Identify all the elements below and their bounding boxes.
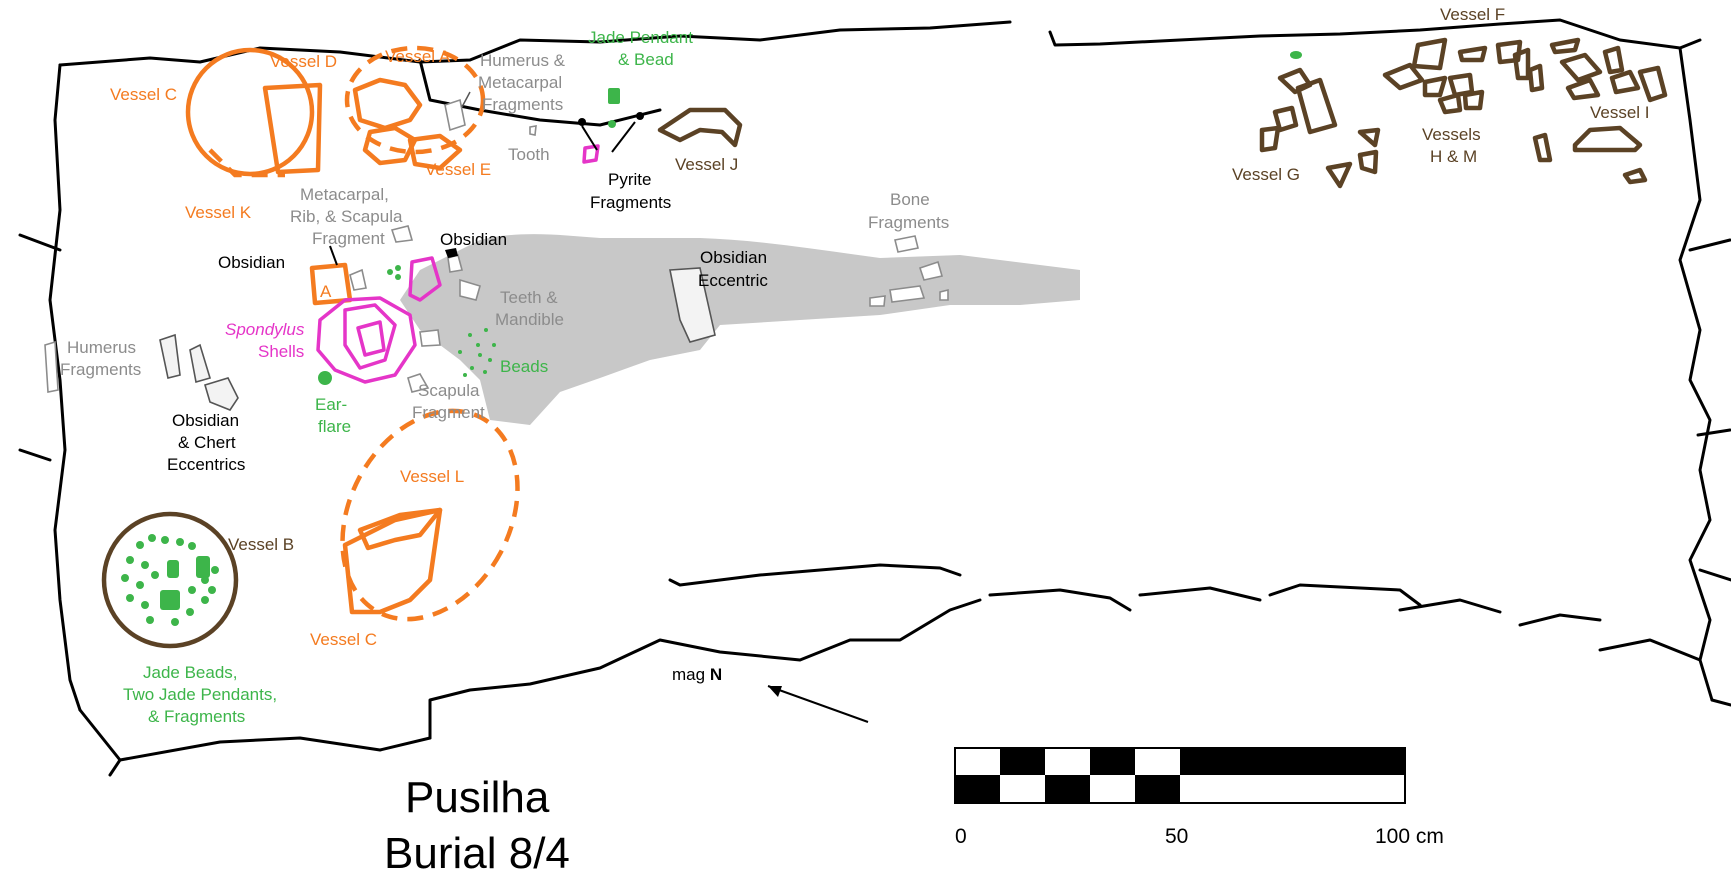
label-vessel-g: Vessel G xyxy=(1232,165,1300,184)
label-humerus-meta-3: Fragments xyxy=(482,95,563,114)
label-vessel-i: Vessel I xyxy=(1590,103,1650,122)
obsidian-pyrite-markers xyxy=(329,91,644,266)
label-spondylus-2: Shells xyxy=(258,342,304,361)
north-arrow-label: mag N xyxy=(672,665,722,684)
north-arrow: mag N xyxy=(672,665,869,723)
label-earflare-2: flare xyxy=(318,417,351,436)
label-vessel-b: Vessel B xyxy=(228,535,294,554)
beads-dots xyxy=(458,328,496,377)
north-arrow-line xyxy=(767,685,869,723)
label-vessel-k: Vessel K xyxy=(185,203,252,222)
label-small-a: A xyxy=(320,282,332,301)
label-bone-frag-1: Bone xyxy=(890,190,930,209)
label-pyrite-2: Fragments xyxy=(590,193,671,212)
vessel-j-outline xyxy=(657,107,743,148)
spondylus-shells xyxy=(316,144,600,384)
label-jade-beads-2: Two Jade Pendants, xyxy=(123,685,277,704)
title-line-2: Burial 8/4 xyxy=(384,829,570,878)
label-bone-frag-2: Fragments xyxy=(868,213,949,232)
label-vessel-f: Vessel F xyxy=(1440,5,1505,24)
map-labels: Vessel C Vessel D Vessel A Vessel E Vess… xyxy=(60,5,1650,726)
label-earflare-1: Ear- xyxy=(315,395,347,414)
label-obs-chert-2: & Chert xyxy=(178,433,236,452)
vessel-b-outline xyxy=(101,511,239,649)
label-teeth-1: Teeth & xyxy=(500,288,558,307)
title-line-1: Pusilha xyxy=(405,773,550,822)
north-arrow-head xyxy=(768,686,782,697)
label-vessel-c-bottom: Vessel C xyxy=(310,630,377,649)
label-obsidian-ecc-2: Eccentric xyxy=(698,271,768,290)
label-obsidian-left: Obsidian xyxy=(218,253,285,272)
label-jade-pendant-2: & Bead xyxy=(618,50,674,69)
label-metacarpal-2: Rib, & Scapula xyxy=(290,207,403,226)
label-obs-chert-1: Obsidian xyxy=(172,411,239,430)
vessel-l-outline xyxy=(340,408,520,622)
label-teeth-2: Mandible xyxy=(495,310,564,329)
map-title: Pusilha Burial 8/4 xyxy=(384,773,570,878)
label-humerus-meta-1: Humerus & xyxy=(480,51,566,70)
label-vessel-l: Vessel L xyxy=(400,467,464,486)
scale-label-0: 0 xyxy=(955,825,967,848)
label-humerus-frag-1: Humerus xyxy=(67,338,136,357)
label-vessel-a: Vessel A xyxy=(385,47,451,66)
label-vessel-e: Vessel E xyxy=(425,160,491,179)
label-jade-pendant-1: Jade Pendant xyxy=(588,28,693,47)
label-metacarpal-3: Fragment xyxy=(312,229,385,248)
label-scapula-2: Fragment xyxy=(412,403,485,422)
label-spondylus-1: Spondylus xyxy=(225,320,305,339)
label-obsidian-mid: Obsidian xyxy=(440,230,507,249)
label-vessels-hm-1: Vessels xyxy=(1422,125,1481,144)
scale-label-100: 100 cm xyxy=(1375,825,1444,848)
scale-label-50: 50 xyxy=(1165,825,1188,848)
vessel-a-e-outline xyxy=(344,45,486,171)
label-scapula-1: Scapula xyxy=(418,381,480,400)
tomb-wall-outline xyxy=(18,18,1731,777)
label-vessels-hm-2: H & M xyxy=(1430,147,1477,166)
label-humerus-frag-2: Fragments xyxy=(60,360,141,379)
label-beads: Beads xyxy=(500,357,548,376)
scale-bar: 0 50 100 cm xyxy=(954,747,1444,848)
jade-items xyxy=(318,51,1302,385)
vessel-c-top-outline xyxy=(185,47,323,178)
label-humerus-meta-2: Metacarpal xyxy=(478,73,562,92)
body-silhouette xyxy=(400,234,1080,425)
label-pyrite-1: Pyrite xyxy=(608,170,651,189)
label-vessel-j: Vessel J xyxy=(675,155,738,174)
label-obs-chert-3: Eccentrics xyxy=(167,455,245,474)
label-metacarpal-1: Metacarpal, xyxy=(300,185,389,204)
bone-fragments xyxy=(44,98,949,411)
vessels-right-group xyxy=(1259,37,1668,189)
label-vessel-d: Vessel D xyxy=(270,52,337,71)
label-tooth: Tooth xyxy=(508,145,550,164)
label-vessel-c-top: Vessel C xyxy=(110,85,177,104)
label-obsidian-ecc-1: Obsidian xyxy=(700,248,767,267)
label-jade-beads-3: & Fragments xyxy=(148,707,245,726)
label-jade-beads-1: Jade Beads, xyxy=(143,663,238,682)
